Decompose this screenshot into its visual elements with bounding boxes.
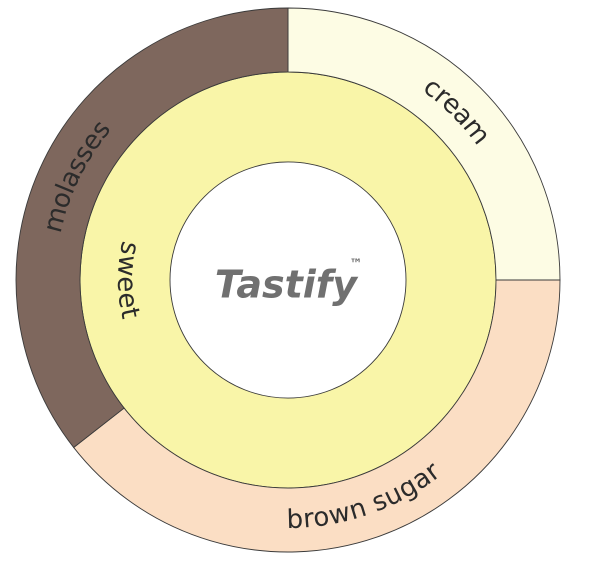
label-sweet: sweet [111, 239, 145, 321]
flavor-wheel-segments [15, 7, 561, 553]
brand-trademark: ™ [350, 257, 363, 272]
brand-name: Tastify [215, 263, 359, 307]
segment-brown-sugar [73, 279, 561, 553]
center-brand: Tastify ™ [215, 257, 363, 307]
segment-molasses [15, 7, 289, 449]
